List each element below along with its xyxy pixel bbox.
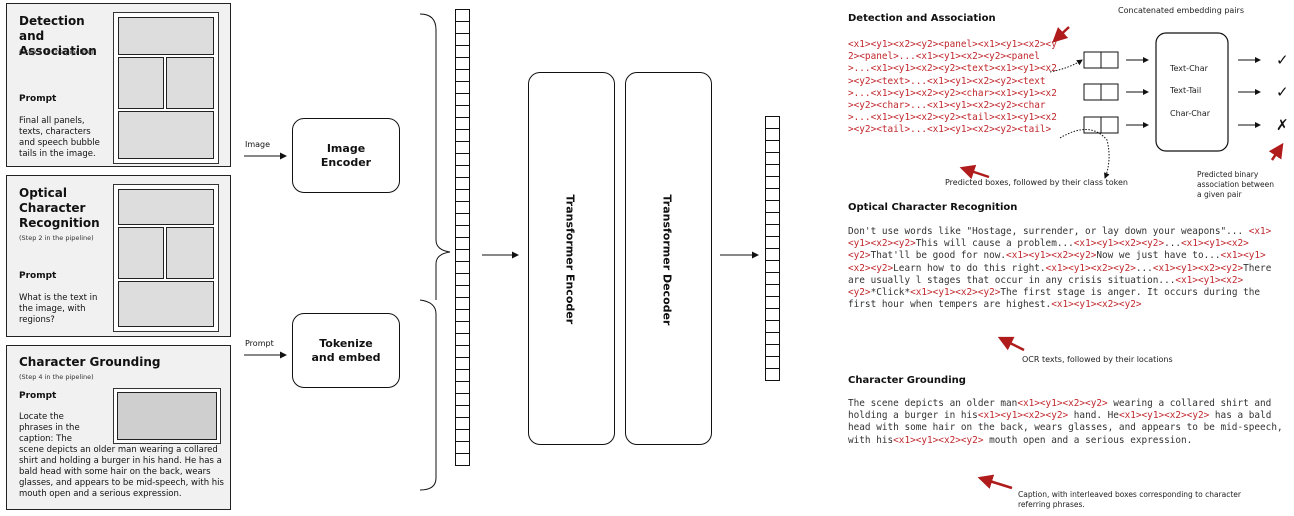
card-title: Optical Character Recognition: [19, 186, 100, 230]
token-cell: [765, 368, 780, 381]
token-cell: [455, 453, 470, 466]
ocr-text: Don't use words like "Hostage, surrender…: [848, 226, 1272, 311]
box-token: <x1><y1><x2><y2>: [848, 250, 1266, 274]
detection-card: Detection and Association (Step 1 in the…: [6, 3, 231, 167]
manga-page-image: [113, 184, 219, 332]
box-token: <x1><y1><x2><y2>: [848, 226, 1272, 250]
grounding-note: Caption, with interleaved boxes correspo…: [1018, 490, 1242, 509]
manga-page-image: [113, 12, 219, 164]
image-encoder-block: Image Encoder: [292, 118, 400, 193]
box-token: <x1><y1><x2><y2>: [910, 287, 1001, 299]
detection-section-title: Detection and Association: [848, 13, 996, 24]
card-prompt-label: Prompt: [19, 94, 57, 104]
box-token: <x1><y1><x2><y2>: [848, 238, 1249, 262]
detection-boxes-note: Predicted boxes, followed by their class…: [945, 178, 1128, 187]
tokenize-embed-label: Tokenize and embed: [311, 336, 381, 364]
box-token: <x1><y1><x2><y2>: [1118, 410, 1210, 422]
card-prompt-text-short: Locate the phrases in the caption: The: [19, 412, 80, 444]
detection-sequence: <x1><y1><x2><y2><panel><x1><y1><x2><y2><…: [848, 39, 1057, 136]
card-prompt-label: Prompt: [19, 271, 57, 281]
class-text-char: Text-Char: [1170, 64, 1208, 73]
transformer-encoder-label: Transformer Encoder: [563, 194, 577, 325]
class-text-tail: Text-Tail: [1170, 86, 1202, 95]
card-step: (Step 4 in the pipeline): [19, 373, 94, 381]
card-title: Detection and Association: [19, 14, 97, 58]
binary-association-note: Predicted binary association between a g…: [1197, 170, 1274, 199]
result-1-icon: ✓: [1276, 51, 1289, 69]
image-encoder-label: Image Encoder: [320, 141, 372, 169]
embedding-pair-3: [1083, 116, 1119, 134]
grounding-section-title: Character Grounding: [848, 375, 966, 386]
class-char-char: Char-Char: [1170, 109, 1211, 118]
ocr-note: OCR texts, followed by their locations: [1022, 355, 1173, 364]
card-prompt-label: Prompt: [19, 391, 57, 401]
card-step: (Step 2 in the pipeline): [19, 234, 94, 242]
ocr-card: Optical Character Recognition (Step 2 in…: [6, 175, 231, 337]
pipeline-connectors: [244, 13, 519, 491]
box-token: <x1><y1><x2><y2>: [1051, 299, 1142, 311]
box-token: <x1><y1><x2><y2>: [1045, 262, 1136, 274]
result-2-icon: ✓: [1276, 83, 1289, 101]
decoder-output-arrow: [720, 251, 759, 259]
card-prompt-text: What is the text in the image, with regi…: [19, 293, 98, 325]
ocr-section-title: Optical Character Recognition: [848, 202, 1018, 213]
box-token: <x1><y1><x2><y2>: [1006, 250, 1097, 262]
grounding-red-arrow: [977, 474, 1013, 490]
manga-panel-image: [113, 388, 221, 444]
association-diagram: [959, 26, 1284, 180]
box-token: <x1><y1><x2><y2>: [1017, 398, 1108, 409]
transformer-encoder-block: [528, 72, 615, 445]
result-3-icon: ✗: [1276, 116, 1289, 134]
embedding-pair-2: [1083, 83, 1119, 101]
prompt-input-label: Prompt: [245, 339, 274, 348]
box-token: <x1><y1><x2><y2>: [977, 410, 1069, 422]
card-title: Character Grounding: [19, 355, 161, 369]
card-prompt-text-long: scene depicts an older man wearing a col…: [19, 445, 224, 499]
card-step: (Step 1 in the pipeline): [19, 48, 94, 56]
card-prompt-text: Final all panels, texts, characters and …: [19, 116, 100, 159]
association-classifier: [1155, 32, 1229, 152]
tokenize-embed-block: Tokenize and embed: [292, 313, 400, 388]
transformer-decoder-block: [625, 72, 712, 445]
grounding-text: The scene depicts an older man<x1><y1><x…: [848, 398, 1283, 446]
box-token: <x1><y1><x2><y2>: [1073, 238, 1165, 250]
image-input-label: Image: [245, 140, 271, 149]
box-token: <x1><y1><x2><y2>: [1152, 262, 1244, 274]
embedding-pair-1: [1083, 51, 1119, 69]
grounding-card: Character Grounding (Step 4 in the pipel…: [6, 345, 231, 510]
ocr-red-arrow: [997, 336, 1025, 352]
transformer-decoder-label: Transformer Decoder: [660, 194, 674, 326]
box-token: <x1><y1><x2><y2>: [848, 274, 1244, 299]
input-token-column: [455, 9, 470, 466]
box-token: <x1><y1><x2><y2>: [893, 434, 984, 446]
pairs-note: Concatenated embedding pairs: [1118, 6, 1245, 15]
output-token-column: [765, 116, 780, 381]
